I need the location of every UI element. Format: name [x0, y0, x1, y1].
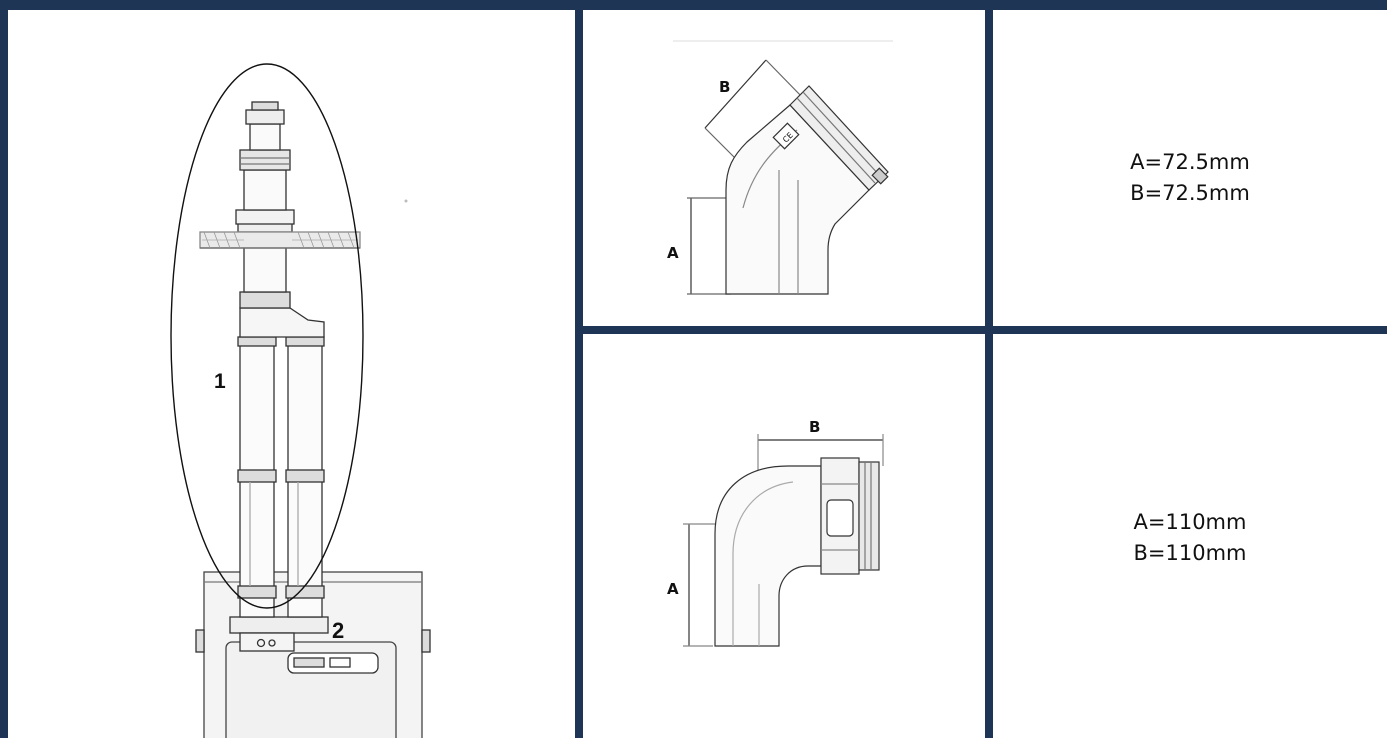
bend-45-drawing: B A CE — [667, 40, 893, 295]
roof-line — [199, 231, 361, 249]
bend-90-dimensions-cell: A=110mm B=110mm — [993, 334, 1387, 738]
flue-kit-diagram — [170, 63, 431, 738]
bend-45-cell: B A CE — [583, 10, 985, 326]
table-divider-2 — [985, 0, 993, 738]
bottom-bend-label-b: B — [809, 418, 820, 436]
top-dimension-a: A=72.5mm — [1130, 150, 1250, 174]
flue-kit-cell: 1 2 — [8, 10, 575, 738]
table-row-divider — [575, 326, 1387, 334]
callout-1-label: 1 — [214, 370, 226, 393]
bottom-bend-label-a: A — [667, 580, 679, 598]
table-border-top — [0, 0, 1387, 10]
callout-ellipse — [170, 63, 364, 609]
flue-terminal — [239, 149, 291, 171]
twin-splitter — [239, 307, 325, 338]
bend-45-dimensions-cell: A=72.5mm B=72.5mm — [993, 10, 1387, 326]
top-dimension-b: B=72.5mm — [1130, 181, 1250, 205]
bottom-dimension-b: B=110mm — [1133, 541, 1247, 565]
top-bend-label-b: B — [719, 78, 730, 96]
bend-90-cell: B A — [583, 334, 985, 738]
bend-90-drawing: B A — [667, 418, 884, 647]
table-divider-1 — [575, 0, 583, 738]
callout-2-label: 2 — [332, 618, 345, 643]
top-bend-label-a: A — [667, 244, 679, 262]
table-border-left — [0, 0, 8, 738]
boiler-adapter — [229, 616, 329, 634]
bend-90-body — [714, 465, 822, 647]
bottom-dimension-a: A=110mm — [1133, 510, 1247, 534]
